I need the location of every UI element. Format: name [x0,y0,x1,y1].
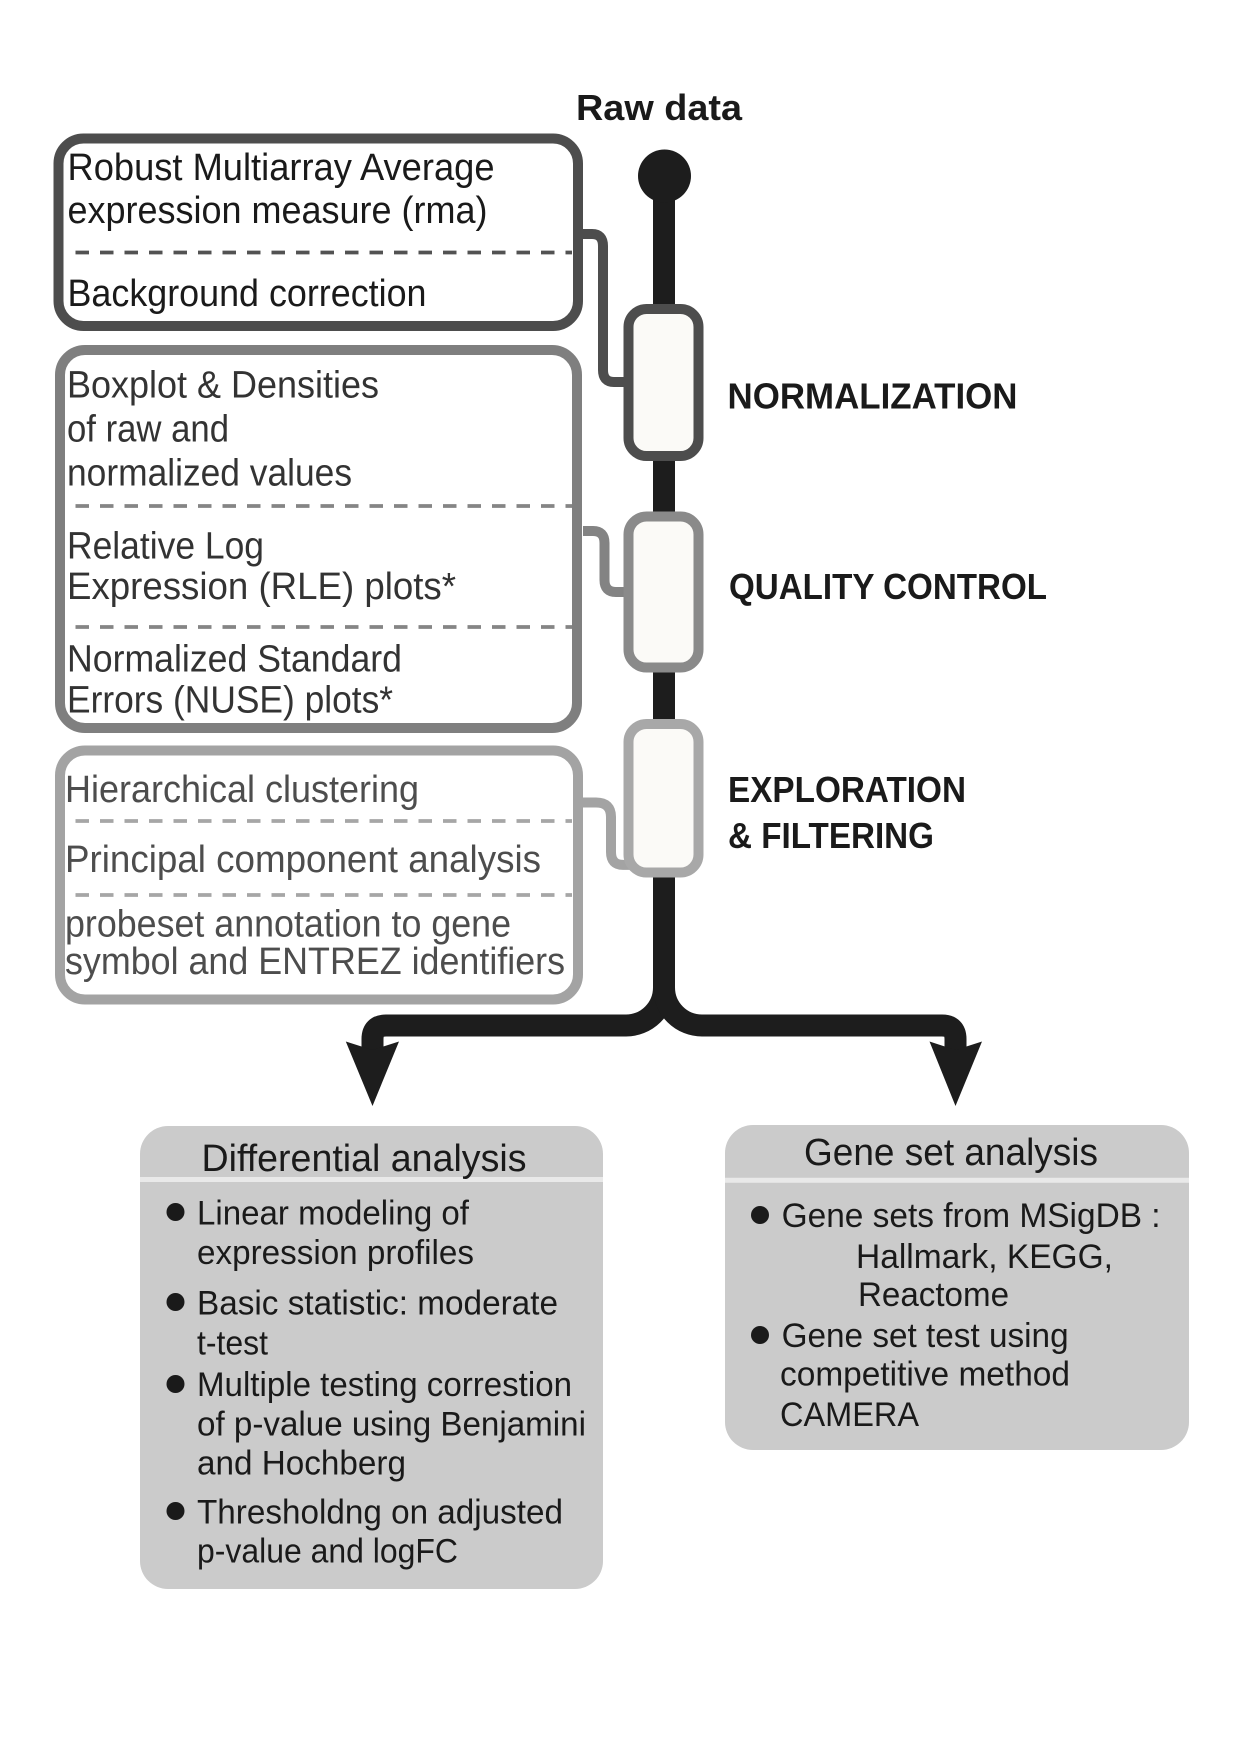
svg-text:Normalized Standard: Normalized Standard [67,639,402,681]
svg-text:Basic statistic: moderate: Basic statistic: moderate [197,1285,558,1323]
svg-text:Gene sets from MSigDB :: Gene sets from MSigDB : [782,1197,1161,1235]
svg-text:Gene set test using: Gene set test using [782,1317,1069,1355]
svg-text:Multiple testing correstion: Multiple testing correstion [197,1366,572,1404]
svg-text:EXPLORATION: EXPLORATION [728,769,966,810]
svg-text:Errors (NUSE) plots*: Errors (NUSE) plots* [67,680,393,722]
svg-text:Raw data: Raw data [576,87,743,128]
svg-text:CAMERA: CAMERA [780,1396,919,1434]
svg-text:Thresholdng on adjusted: Thresholdng on adjusted [197,1494,563,1532]
svg-text:Hierarchical clustering: Hierarchical clustering [65,769,419,811]
svg-text:Gene set analysis: Gene set analysis [804,1132,1098,1174]
svg-text:Hallmark, KEGG,: Hallmark, KEGG, [856,1238,1113,1276]
svg-text:Relative Log: Relative Log [67,526,264,568]
svg-text:normalized values: normalized values [67,453,352,495]
svg-text:symbol and ENTREZ identifiers: symbol and ENTREZ identifiers [65,941,565,983]
svg-text:Principal component analysis: Principal component analysis [65,839,541,881]
svg-text:Differential analysis: Differential analysis [202,1138,527,1180]
svg-text:Expression (RLE) plots*: Expression (RLE) plots* [67,566,456,608]
svg-text:t-test: t-test [197,1324,269,1362]
svg-text:expression measure (rma): expression measure (rma) [68,190,488,232]
svg-text:competitive method: competitive method [780,1355,1070,1393]
svg-text:of p-value using Benjamini: of p-value using Benjamini [197,1406,586,1444]
svg-text:expression profiles: expression profiles [197,1234,474,1272]
svg-text:& FILTERING: & FILTERING [728,815,934,856]
svg-text:probeset annotation to gene: probeset annotation to gene [65,904,511,946]
svg-text:QUALITY CONTROL: QUALITY CONTROL [729,566,1047,607]
svg-text:Reactome: Reactome [858,1276,1009,1314]
svg-text:Robust Multiarray Average: Robust Multiarray Average [68,147,495,189]
svg-text:of raw and: of raw and [67,409,229,451]
svg-text:and Hochberg: and Hochberg [197,1445,406,1483]
svg-text:p-value and logFC: p-value and logFC [197,1532,458,1570]
svg-text:Linear modeling of: Linear modeling of [197,1194,470,1232]
svg-text:Boxplot & Densities: Boxplot & Densities [67,365,379,407]
svg-text:Background correction: Background correction [68,273,427,315]
svg-text:NORMALIZATION: NORMALIZATION [728,376,1018,417]
